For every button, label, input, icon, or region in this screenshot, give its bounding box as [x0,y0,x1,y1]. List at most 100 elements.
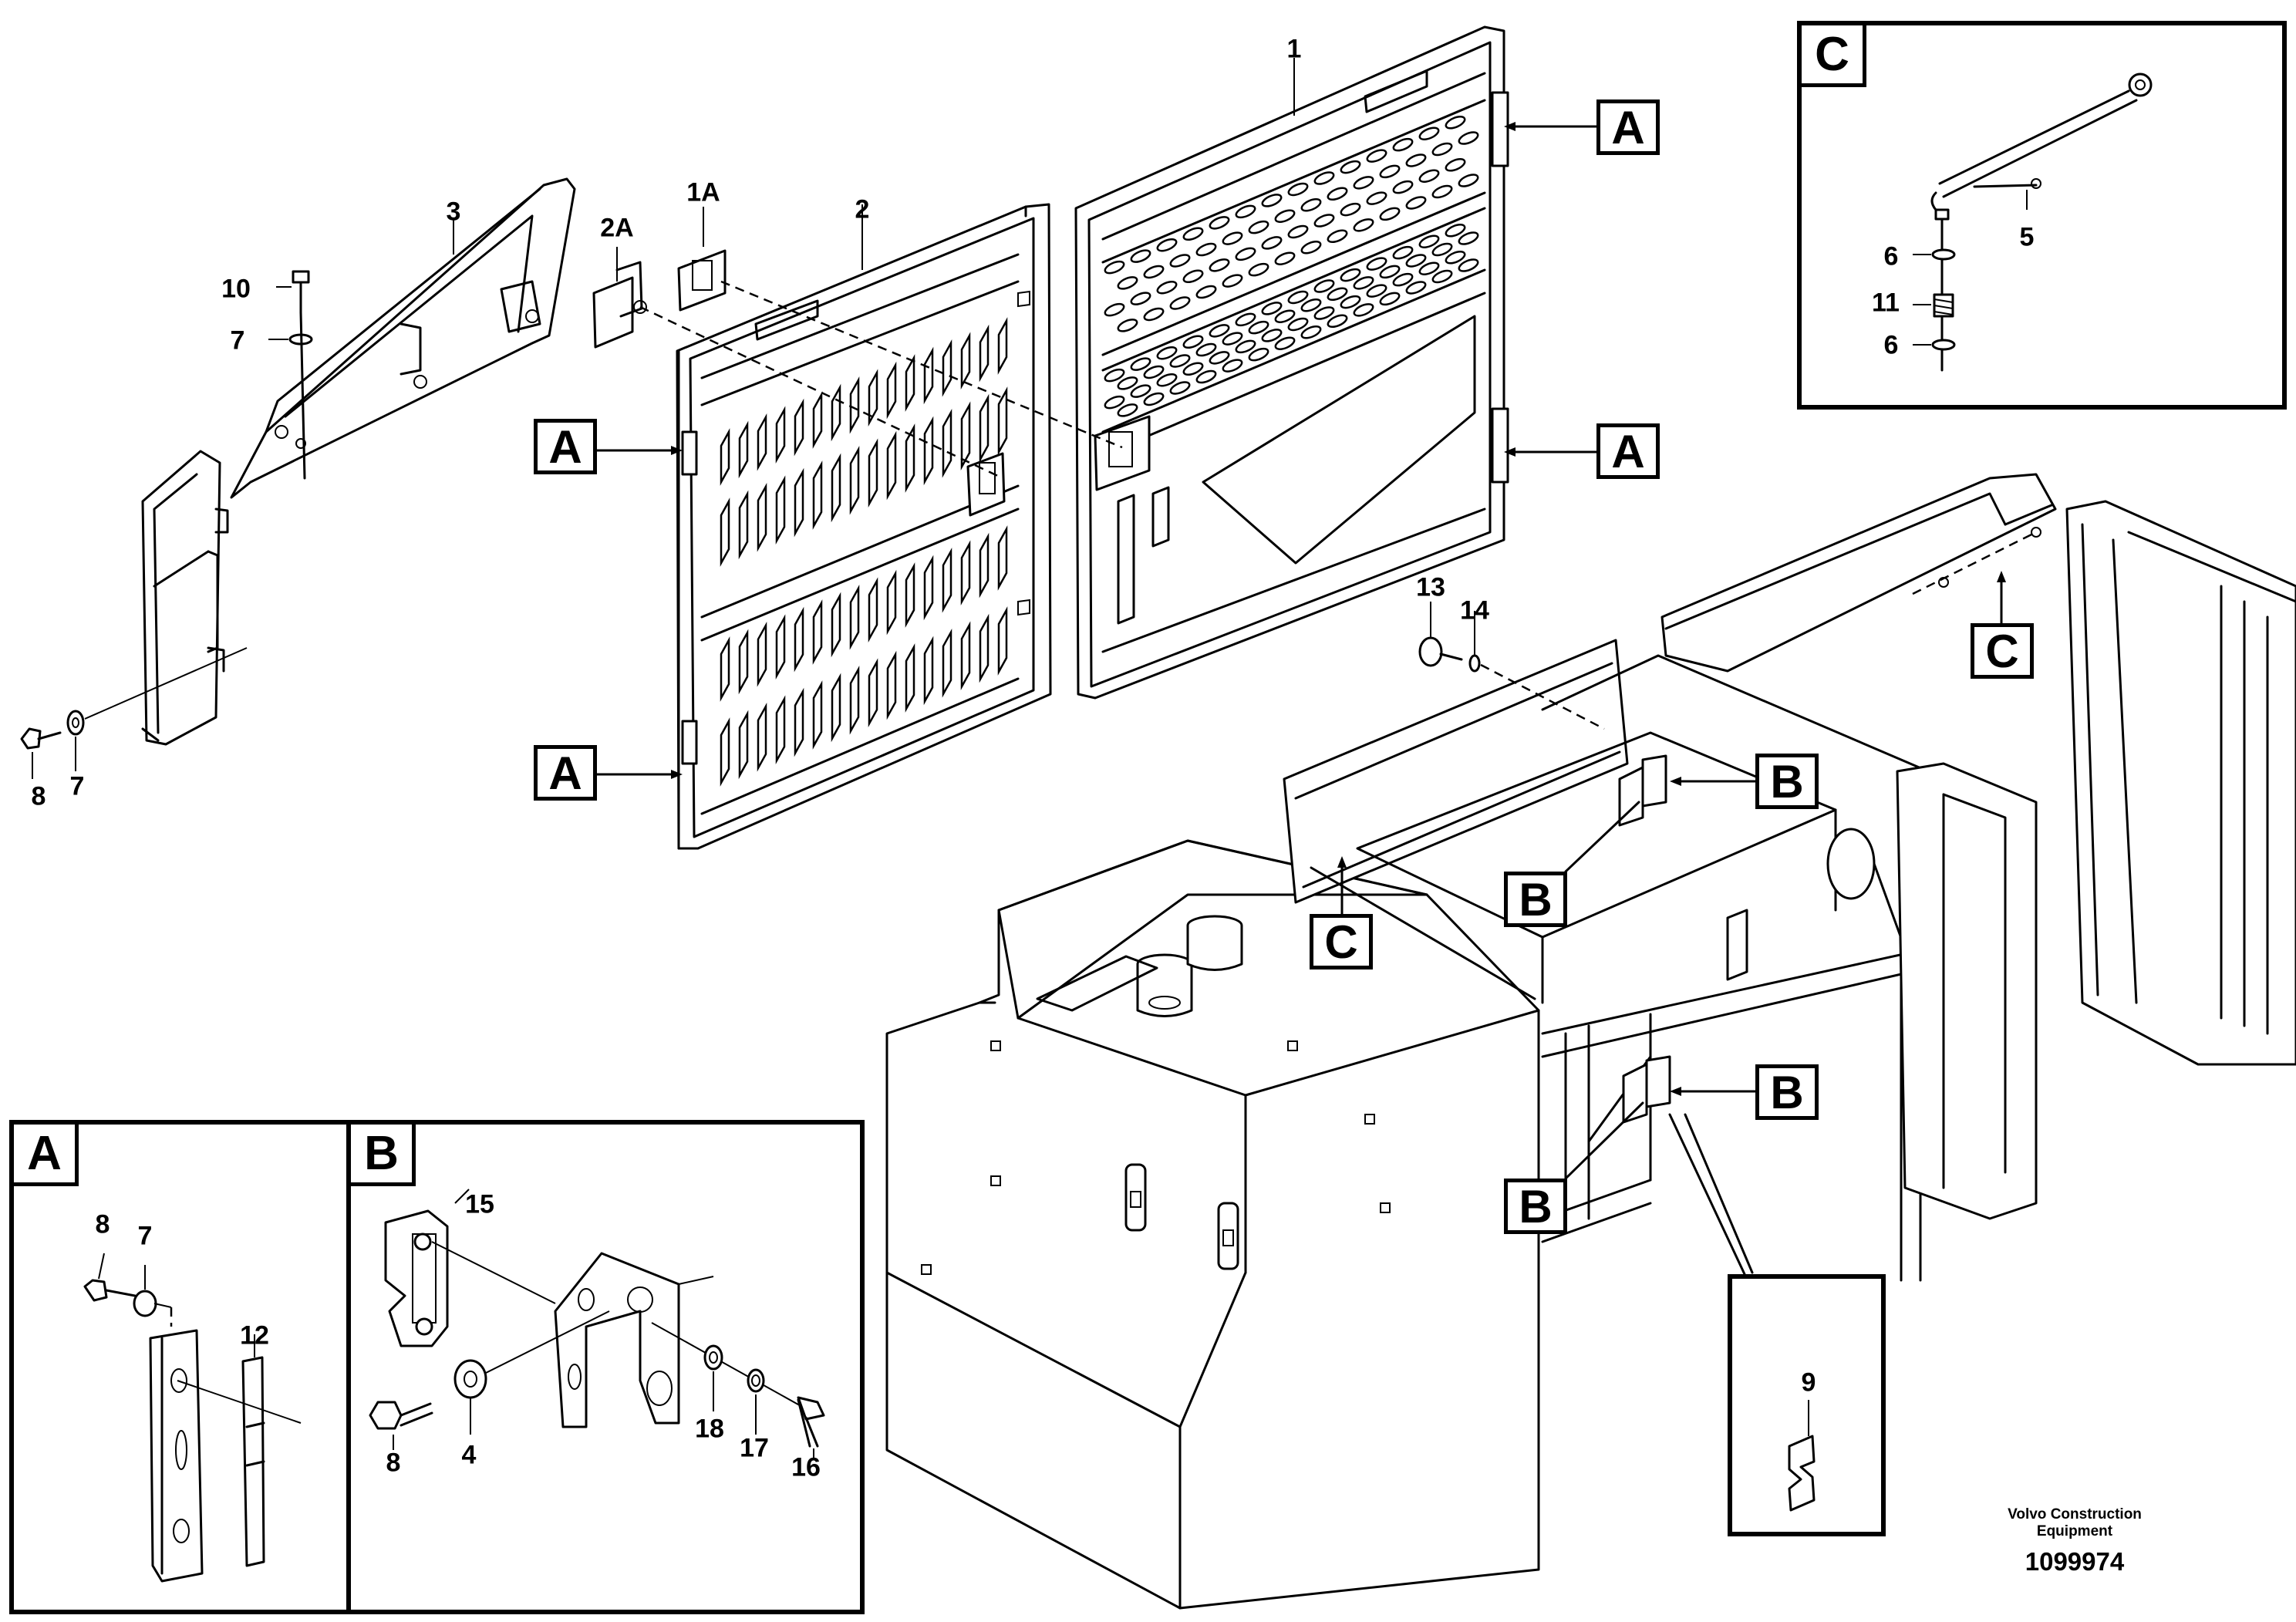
louver-slot [794,606,804,673]
louver-slot [738,420,749,479]
mesh-hole [1458,231,1479,245]
mesh-hole [1418,126,1440,140]
louver-slot [923,416,934,486]
detail-a-callout-7: 7 [137,1221,153,1251]
louver-slot [979,393,990,464]
detail-a-callout-8: 8 [95,1209,110,1239]
mesh-hole [1405,281,1427,295]
mesh-hole [1418,234,1440,248]
mesh-hole [1104,260,1125,275]
mesh-hole [1392,245,1414,260]
mesh-hole [1169,354,1191,368]
louver-slot [960,621,971,691]
mesh-hole [1287,224,1309,239]
louver-slot [812,680,823,750]
detail-c-callout-11: 11 [1872,288,1900,318]
mesh-hole [1274,209,1296,223]
mesh-hole [1169,254,1191,268]
mesh-hole [1261,236,1283,250]
louver-slot [960,540,971,606]
louver-slot [905,562,915,628]
mesh-hole [1300,325,1322,339]
louver-slot [905,423,915,493]
mesh-hole [1445,116,1466,130]
mesh-hole [1366,284,1387,298]
mesh-hole [1379,265,1401,279]
mesh-hole [1405,153,1427,167]
louver-slot [868,658,878,728]
mesh-hole [1182,335,1204,349]
mesh-hole [1300,197,1322,212]
reference-arrows [595,122,2006,1276]
mesh-hole [1169,381,1191,395]
mesh-hole [1156,373,1178,387]
louver-slot [720,636,730,702]
mesh-hole [1104,368,1125,383]
louver-slot [775,406,786,464]
company-name: Volvo Construction Equipment [1959,1506,2190,1540]
mesh-hole [1104,302,1125,317]
louver-slot [923,636,934,706]
detail-frame-9 [1728,1274,1886,1536]
detail-c-callout-5: 5 [2019,222,2035,252]
louver-slot [794,398,804,457]
louver-slot [831,592,841,658]
ref-box-b-2: B [1504,872,1567,927]
mesh-hole [1130,249,1151,263]
mesh-hole [1445,251,1466,265]
louver-slot [886,430,897,501]
drawing-number: 1099974 [2025,1547,2125,1576]
louver-slot [775,475,786,545]
door-2-louvers [720,317,1008,787]
louver-slot [757,702,767,772]
mesh-hole [1431,242,1453,257]
detail-frame-a: A [9,1120,351,1614]
mesh-hole [1261,302,1283,315]
detail-c-callout-6-upper: 6 [1883,241,1899,271]
mesh-hole [1235,312,1256,327]
detail-frame-b: B [346,1120,865,1614]
louver-slot [738,710,749,780]
detail-c-callout-6-lower: 6 [1883,330,1899,360]
mesh-hole [1222,274,1243,288]
mesh-hole [1366,149,1387,163]
mesh-hole [1445,158,1466,172]
detail-a-drawing [83,1253,302,1583]
mesh-hole [1222,332,1243,346]
mesh-hole [1458,131,1479,145]
mesh-hole [1104,395,1125,410]
louver-slot [942,628,952,698]
callout-7-upper: 7 [230,325,245,356]
louver-slot [849,376,860,434]
mesh-hole [1327,187,1348,201]
mesh-hole [1327,229,1348,244]
mesh-hole [1313,279,1335,293]
louver-slot [868,438,878,508]
louver-slot [997,525,1008,591]
mesh-hole [1287,317,1309,332]
mesh-hole [1458,174,1479,187]
ref-box-a-upper-left: A [534,419,597,474]
mesh-hole [1287,182,1309,197]
callout-14: 14 [1460,595,1489,626]
mesh-hole [1195,369,1217,384]
louver-slot [738,490,749,560]
mesh-hole [1431,269,1453,284]
ref-box-c-right: C [1971,623,2034,679]
mesh-hole [1366,257,1387,271]
detail-9-callout: 9 [1801,1367,1816,1398]
mesh-hole [1117,276,1138,290]
mesh-hole [1117,319,1138,332]
ref-box-c-left: C [1310,914,1373,969]
mesh-hole [1182,269,1204,284]
mesh-hole [1392,180,1414,194]
mesh-hole [1287,290,1309,305]
louver-slot [868,577,878,643]
mesh-hole [1156,346,1178,360]
mesh-hole [1405,196,1427,210]
mesh-hole [1117,403,1138,417]
mesh-hole [1195,285,1217,299]
bolt-8-assembly-left [20,647,248,779]
detail-b-drawing [369,1189,825,1458]
mesh-hole [1248,320,1269,335]
